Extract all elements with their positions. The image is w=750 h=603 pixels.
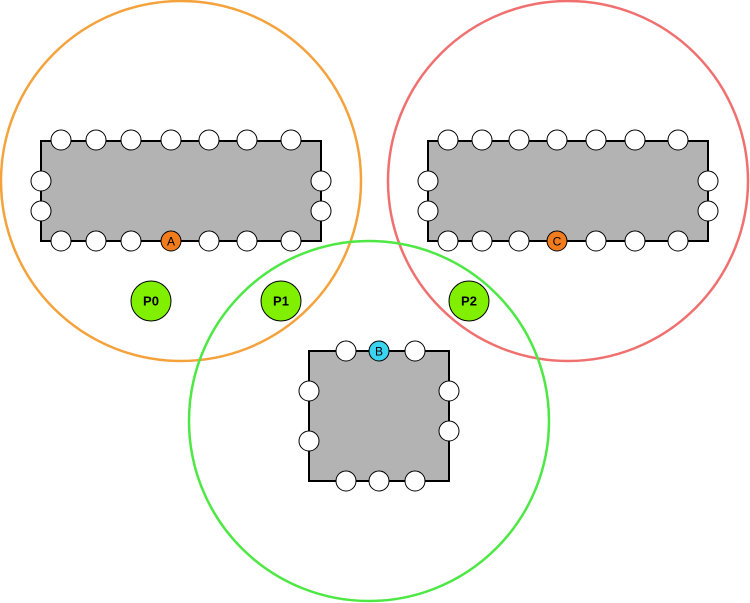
pin[interactable] [508, 129, 530, 151]
pin[interactable] [437, 129, 459, 151]
player-p1-label: P1 [273, 294, 289, 309]
pin[interactable] [667, 230, 689, 252]
pin[interactable] [298, 380, 320, 402]
pin[interactable] [624, 129, 646, 151]
pin[interactable] [546, 129, 568, 151]
pin[interactable] [120, 129, 142, 151]
pin[interactable] [85, 129, 107, 151]
pin[interactable] [697, 170, 719, 192]
pin-a-label: A [167, 235, 175, 249]
pin[interactable] [585, 129, 607, 151]
pin[interactable] [404, 470, 426, 492]
player-p0[interactable]: P0 [130, 280, 172, 322]
pin[interactable] [667, 129, 689, 151]
pin[interactable] [368, 470, 390, 492]
pin[interactable] [50, 129, 72, 151]
pin[interactable] [417, 170, 439, 192]
component-left: A [30, 129, 332, 252]
player-p2[interactable]: P2 [448, 280, 490, 322]
player-p2-marker[interactable] [448, 280, 490, 322]
pin[interactable] [280, 129, 302, 151]
pin[interactable] [335, 470, 357, 492]
pin[interactable] [585, 230, 607, 252]
pin[interactable] [30, 200, 52, 222]
pin-c[interactable] [546, 230, 568, 252]
pin[interactable] [198, 230, 220, 252]
component-left-pins [30, 129, 332, 252]
pin[interactable] [236, 230, 258, 252]
pin-a[interactable] [160, 230, 182, 252]
pin[interactable] [471, 129, 493, 151]
player-p0-marker[interactable] [130, 280, 172, 322]
pin[interactable] [298, 430, 320, 452]
pin[interactable] [471, 230, 493, 252]
player-p0-label: P0 [143, 294, 159, 309]
pin-b[interactable] [368, 340, 390, 362]
component-right: C [417, 129, 719, 252]
pin[interactable] [624, 230, 646, 252]
pin[interactable] [335, 340, 357, 362]
pin[interactable] [438, 380, 460, 402]
pin[interactable] [438, 420, 460, 442]
pin-b-label: B [375, 345, 383, 359]
pin[interactable] [30, 170, 52, 192]
pin[interactable] [50, 230, 72, 252]
pin[interactable] [417, 200, 439, 222]
pin[interactable] [85, 230, 107, 252]
component-bottom-body [308, 350, 450, 482]
pin[interactable] [120, 230, 142, 252]
component-right-pins [417, 129, 719, 252]
pin[interactable] [310, 170, 332, 192]
component-bottom: B [298, 340, 460, 492]
pin[interactable] [437, 230, 459, 252]
pin[interactable] [160, 129, 182, 151]
pin[interactable] [198, 129, 220, 151]
pin[interactable] [508, 230, 530, 252]
component-right-body [427, 140, 709, 242]
player-p1-marker[interactable] [260, 280, 302, 322]
component-left-body [40, 140, 322, 242]
player-p1[interactable]: P1 [260, 280, 302, 322]
pin[interactable] [404, 340, 426, 362]
pin[interactable] [697, 200, 719, 222]
range-circle-p2 [386, 0, 750, 363]
pin[interactable] [310, 200, 332, 222]
component-bottom-pins [298, 340, 460, 492]
player-p2-label: P2 [461, 294, 477, 309]
pin[interactable] [280, 230, 302, 252]
range-circle-p1 [187, 239, 551, 603]
pin-c-label: C [553, 235, 562, 249]
range-circle-p0 [0, 0, 363, 363]
pin[interactable] [236, 129, 258, 151]
